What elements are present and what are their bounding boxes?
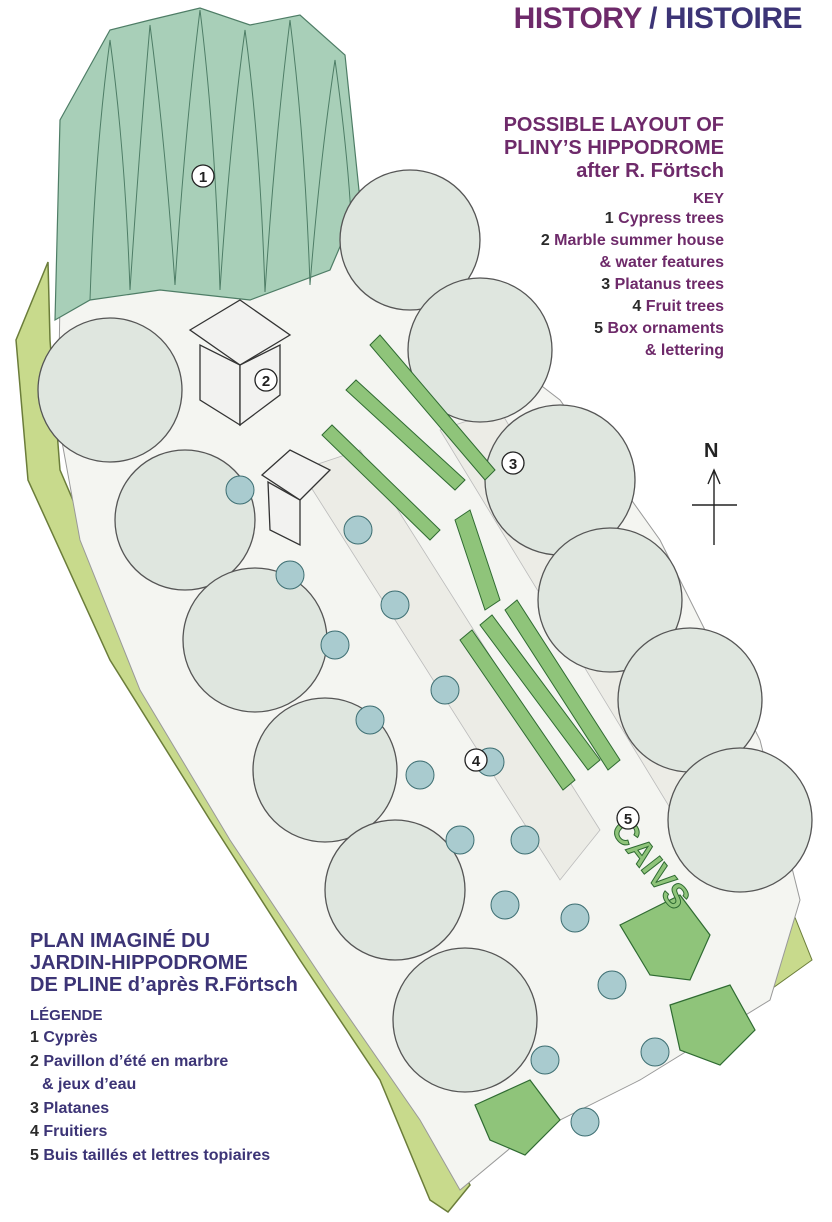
french-key-num: 4 [30,1123,39,1140]
english-key-label: KEY [394,189,724,208]
header-history: HISTORY [514,2,642,35]
french-key-num: 2 [30,1053,39,1070]
french-key-num: 5 [30,1147,39,1164]
english-key-item: 3 Platanus trees [394,274,724,296]
french-key-text: Buis taillés et lettres topiaires [43,1147,270,1164]
french-key-item: 2 Pavillon d’été en marbre [30,1050,450,1074]
english-key-num: 1 [605,210,614,227]
french-key-text: Platanes [43,1100,109,1117]
marker-3: 3 [502,452,524,474]
french-title-line3: DE PLINE d’après R.Förtsch [30,974,450,996]
french-legend: PLAN IMAGINÉ DU JARDIN-HIPPODROME DE PLI… [30,930,450,1167]
french-key-item: 3 Platanes [30,1097,450,1121]
english-key-text: & water features [600,254,725,271]
french-key-text: Pavillon d’été en marbre [43,1053,228,1070]
compass-north-label: N [704,440,718,463]
header-histoire: HISTOIRE [665,2,802,35]
french-key-item: 5 Buis taillés et lettres topiaires [30,1144,450,1168]
english-key-num: 3 [601,276,610,293]
english-title-line1: POSSIBLE LAYOUT OF [394,114,724,137]
french-key-text: Fruitiers [43,1123,107,1140]
french-title-line2: JARDIN-HIPPODROME [30,952,450,974]
french-key-text: & jeux d’eau [42,1076,136,1093]
compass-icon [692,470,737,545]
english-key-item: 4 Fruit trees [394,296,724,318]
marker-3-label: 3 [509,456,517,473]
english-key-text: Platanus trees [615,276,724,293]
english-legend: POSSIBLE LAYOUT OF PLINY’S HIPPODROME af… [394,114,724,362]
marker-5-label: 5 [624,811,632,828]
english-key-text: Marble summer house [554,232,724,249]
english-key-text: & lettering [645,342,724,359]
french-title-line1: PLAN IMAGINÉ DU [30,930,450,952]
french-key-num: 1 [30,1029,39,1046]
french-key-label: LÉGENDE [30,1006,450,1026]
header-separator: / [649,2,657,35]
english-key-item: & water features [394,252,724,274]
french-key-item: & jeux d’eau [30,1073,450,1097]
marker-2-label: 2 [262,373,270,390]
english-key-num: 5 [594,320,603,337]
english-key-num: 4 [632,298,641,315]
english-title-line2: PLINY’S HIPPODROME [394,137,724,160]
english-key-text: Fruit trees [646,298,724,315]
french-key-item: 1 Cyprès [30,1026,450,1050]
marker-1: 1 [192,165,214,187]
english-key-item: & lettering [394,340,724,362]
english-key-num: 2 [541,232,550,249]
marker-1-label: 1 [199,169,207,186]
french-key-text: Cyprès [43,1029,97,1046]
english-key-item: 5 Box ornaments [394,318,724,340]
marker-2: 2 [255,369,277,391]
english-key-text: Cypress trees [618,210,724,227]
french-key-item: 4 Fruitiers [30,1120,450,1144]
english-title-line3: after R. Förtsch [394,160,724,183]
marker-5: 5 [617,807,639,829]
page-header: HISTORY / HISTOIRE [514,2,802,36]
cypress-grove [55,8,360,320]
marker-4-label: 4 [472,753,481,770]
french-key-num: 3 [30,1100,39,1117]
english-key-text: Box ornaments [608,320,724,337]
english-key-item: 2 Marble summer house [394,230,724,252]
marker-4: 4 [465,749,487,771]
english-key-item: 1 Cypress trees [394,208,724,230]
